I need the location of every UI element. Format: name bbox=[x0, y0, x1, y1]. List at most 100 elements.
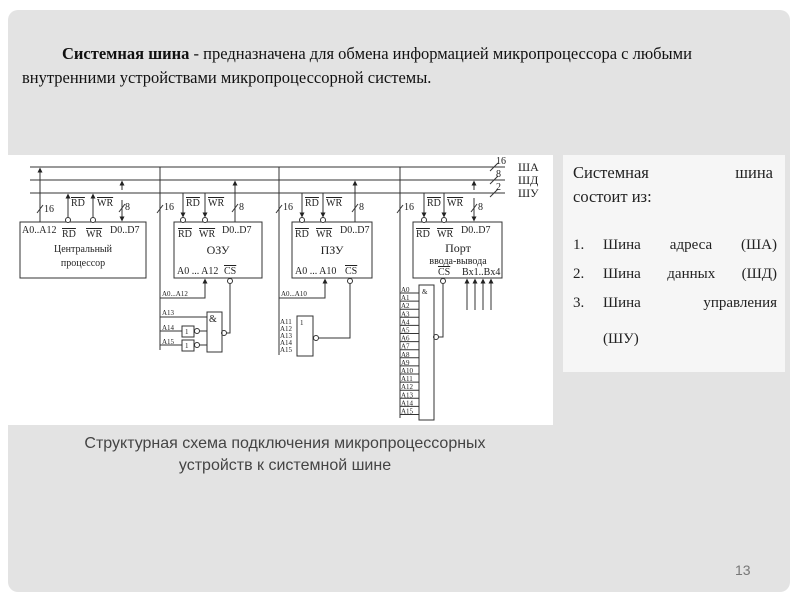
cpu-data-label: D0..D7 bbox=[110, 225, 139, 236]
rom-rd-pin: RD bbox=[295, 229, 309, 240]
bus-label-data: ШД bbox=[518, 173, 538, 187]
rom-rd-label: RD bbox=[305, 198, 319, 209]
port-line-a9: A9 bbox=[401, 359, 410, 367]
page-number: 13 bbox=[735, 562, 751, 578]
port-rd-label: RD bbox=[427, 198, 441, 209]
list-label: Шина управления bbox=[603, 295, 777, 311]
cpu-name: Центральный bbox=[54, 244, 113, 255]
ram-addr-label: A0 ... A12 bbox=[177, 266, 218, 277]
caption-line-1: Структурная схема подключения микропроце… bbox=[84, 435, 486, 452]
rom-cs-label: CS bbox=[345, 266, 357, 277]
ram-block: 16 RD WR 8 RD WR D0..D7 ОЗУ A0 ... A12 C… bbox=[156, 180, 263, 353]
rom-addr-label: A0 ... A10 bbox=[295, 266, 336, 277]
bus-list: 1. Шина адреса (ША) 2. Шина данных (ШД) 3.… bbox=[573, 231, 777, 318]
rom-block: 16 RD WR 8 RD WR D0..D7 ПЗУ A0 ... A10 C… bbox=[275, 180, 373, 357]
cpu-rd-label: RD bbox=[71, 198, 85, 209]
rom-wr-pin: WR bbox=[316, 229, 332, 240]
port-line-a11: A11 bbox=[401, 375, 413, 383]
port-name: Порт bbox=[445, 241, 472, 255]
rom-or-gate: 1 bbox=[300, 319, 304, 327]
cpu-data-width: 8 bbox=[125, 202, 130, 213]
ram-wr-pin: WR bbox=[199, 229, 215, 240]
caption-line-2: устройств к системной шине bbox=[178, 457, 392, 474]
intro-paragraph: Системная шина - предназначена для обмен… bbox=[22, 42, 762, 90]
panel-heading-2: состоит из: bbox=[573, 187, 652, 206]
port-name-2: ввода-вывода bbox=[429, 256, 487, 267]
bus-width-data: 8 bbox=[496, 169, 501, 180]
cpu-addr-width: 16 bbox=[44, 204, 54, 215]
rom-data-width: 8 bbox=[359, 202, 364, 213]
cpu-name-2: процессор bbox=[61, 258, 105, 269]
ram-inverter-2: 1 bbox=[185, 342, 189, 350]
system-bus-diagram: 16 8 2 ША ШД ШУ 16 RD WR 8 A0..A12 RD WR… bbox=[8, 155, 553, 425]
ram-cs-label: CS bbox=[224, 266, 236, 277]
intro-term: Системная шина bbox=[62, 44, 190, 63]
port-line-a7: A7 bbox=[401, 343, 410, 351]
bus-lines: 16 8 2 ША ШД ШУ bbox=[30, 156, 539, 418]
rom-name: ПЗУ bbox=[321, 243, 344, 257]
list-label: Шина данных (ШД) bbox=[603, 266, 777, 282]
rom-line-a11: A11 bbox=[280, 318, 292, 326]
rom-addr-in: A0...A10 bbox=[281, 290, 307, 298]
rom-wr-label: WR bbox=[326, 198, 342, 209]
ram-data-label: D0..D7 bbox=[222, 225, 251, 236]
port-data-width: 8 bbox=[478, 202, 483, 213]
list-item: 1. Шина адреса (ША) bbox=[573, 231, 777, 260]
port-addr-width: 16 bbox=[404, 202, 414, 213]
ram-and-gate: & bbox=[209, 314, 217, 325]
port-cs-label: CS bbox=[438, 267, 450, 278]
ram-rd-pin: RD bbox=[178, 229, 192, 240]
bus-width-address: 16 bbox=[496, 156, 506, 167]
bus-composition-panel: Системная шина состоит из: 1. Шина адреса… bbox=[563, 155, 785, 372]
port-line-a4: A4 bbox=[401, 318, 410, 326]
ram-wr-label: WR bbox=[208, 198, 224, 209]
ram-inverter-1: 1 bbox=[185, 328, 189, 336]
port-rd-pin: RD bbox=[416, 229, 430, 240]
port-line-a0: A0 bbox=[401, 286, 410, 294]
bus-width-control: 2 bbox=[496, 182, 501, 193]
bus-label-address: ША bbox=[518, 160, 539, 174]
port-line-a6: A6 bbox=[401, 335, 410, 343]
rom-line-a13: A13 bbox=[280, 332, 293, 340]
ram-addr-width: 16 bbox=[164, 202, 174, 213]
rom-line-a12: A12 bbox=[280, 325, 293, 333]
port-line-a14: A14 bbox=[401, 399, 414, 407]
port-line-a1: A1 bbox=[401, 294, 410, 302]
port-and-gate: & bbox=[422, 288, 428, 296]
port-wr-pin: WR bbox=[437, 229, 453, 240]
list-number: 1. bbox=[573, 237, 585, 253]
list-label: Шина адреса (ША) bbox=[603, 237, 777, 253]
rom-addr-width: 16 bbox=[283, 202, 293, 213]
port-line-a13: A13 bbox=[401, 391, 414, 399]
port-wr-label: WR bbox=[447, 198, 463, 209]
list-item: 2. Шина данных (ШД) bbox=[573, 260, 777, 289]
list-item: 3. Шина управления bbox=[573, 289, 777, 318]
intro-text: - предназначена для обмена информацией м… bbox=[22, 44, 692, 87]
diagram-caption: Структурная схема подключения микропроце… bbox=[20, 433, 550, 477]
port-line-a10: A10 bbox=[401, 367, 414, 375]
cpu-wr-pin: WR bbox=[86, 229, 102, 240]
port-line-a5: A5 bbox=[401, 327, 410, 335]
io-port-block: 16 RD WR 8 RD WR D0..D7 Порт ввода-вывод… bbox=[396, 180, 503, 421]
panel-heading: Системная шина bbox=[573, 163, 773, 182]
ram-line-a15: A15 bbox=[162, 338, 175, 346]
rom-line-a15: A15 bbox=[280, 346, 293, 354]
list-number: 3. bbox=[573, 295, 585, 311]
rom-line-a14: A14 bbox=[280, 339, 293, 347]
rom-data-label: D0..D7 bbox=[340, 225, 369, 236]
ram-line-a14: A14 bbox=[162, 324, 175, 332]
cpu-rd-pin: RD bbox=[62, 229, 76, 240]
port-line-a3: A3 bbox=[401, 310, 410, 318]
cpu-wr-label: WR bbox=[97, 198, 113, 209]
list-number: 2. bbox=[573, 266, 585, 282]
ram-rd-label: RD bbox=[186, 198, 200, 209]
port-inputs-label: Bx1..Bx4 bbox=[462, 267, 500, 278]
ram-line-a13: A13 bbox=[162, 309, 175, 317]
port-line-a2: A2 bbox=[401, 302, 410, 310]
port-data-label: D0..D7 bbox=[461, 225, 490, 236]
list-item-3-continuation: (ШУ) bbox=[603, 331, 639, 347]
ram-addr-in: A0...A12 bbox=[162, 290, 188, 298]
port-line-a12: A12 bbox=[401, 383, 414, 391]
cpu-block: 16 RD WR 8 A0..A12 RD WR D0..D7 Централь… bbox=[19, 167, 147, 279]
bus-label-control: ШУ bbox=[518, 186, 539, 200]
